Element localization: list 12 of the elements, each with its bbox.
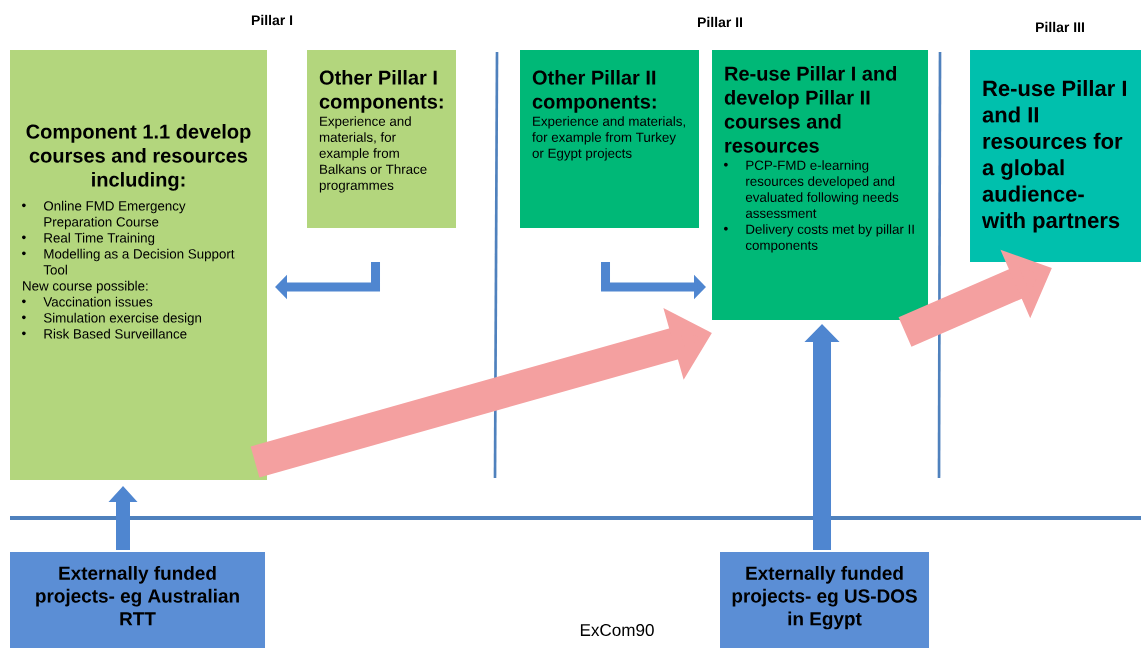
pillar-heading: Pillar I: [251, 14, 293, 26]
process-box: Other Pillar I components: Experience and materials, for example from Balkans or Thrace programmes: [307, 50, 456, 228]
process-box: Other Pillar II components: Experience and materials, for example from Turkey or Egypt projects: [520, 50, 699, 228]
arrow: [275, 262, 380, 300]
process-box: Externally funded projects- eg US-DOS in Egypt: [720, 552, 929, 648]
pillar-heading: Pillar III: [1036, 21, 1084, 33]
process-box: Re-use Pillar I and II resources for a global audience- with partners: [970, 50, 1141, 262]
process-box: Re-use Pillar I and develop Pillar II courses and resources PCP-FMD e-learning resources developed and evaluated following needs assessment Delivery costs met by pillar II components: [712, 50, 928, 320]
pillar-heading: Pillar II: [698, 16, 742, 28]
process-box: Component 1.1 develop courses and resources including: Online FMD Emergency Preparation Course Real Time Training Modelling as a Decision Support Tool New course possible: Vaccination issues Simulation exercise design Risk Based Surveillance: [10, 50, 267, 480]
footer-text: ExCom90: [580, 623, 654, 637]
process-box: Externally funded projects- eg Australian RTT: [10, 552, 265, 648]
